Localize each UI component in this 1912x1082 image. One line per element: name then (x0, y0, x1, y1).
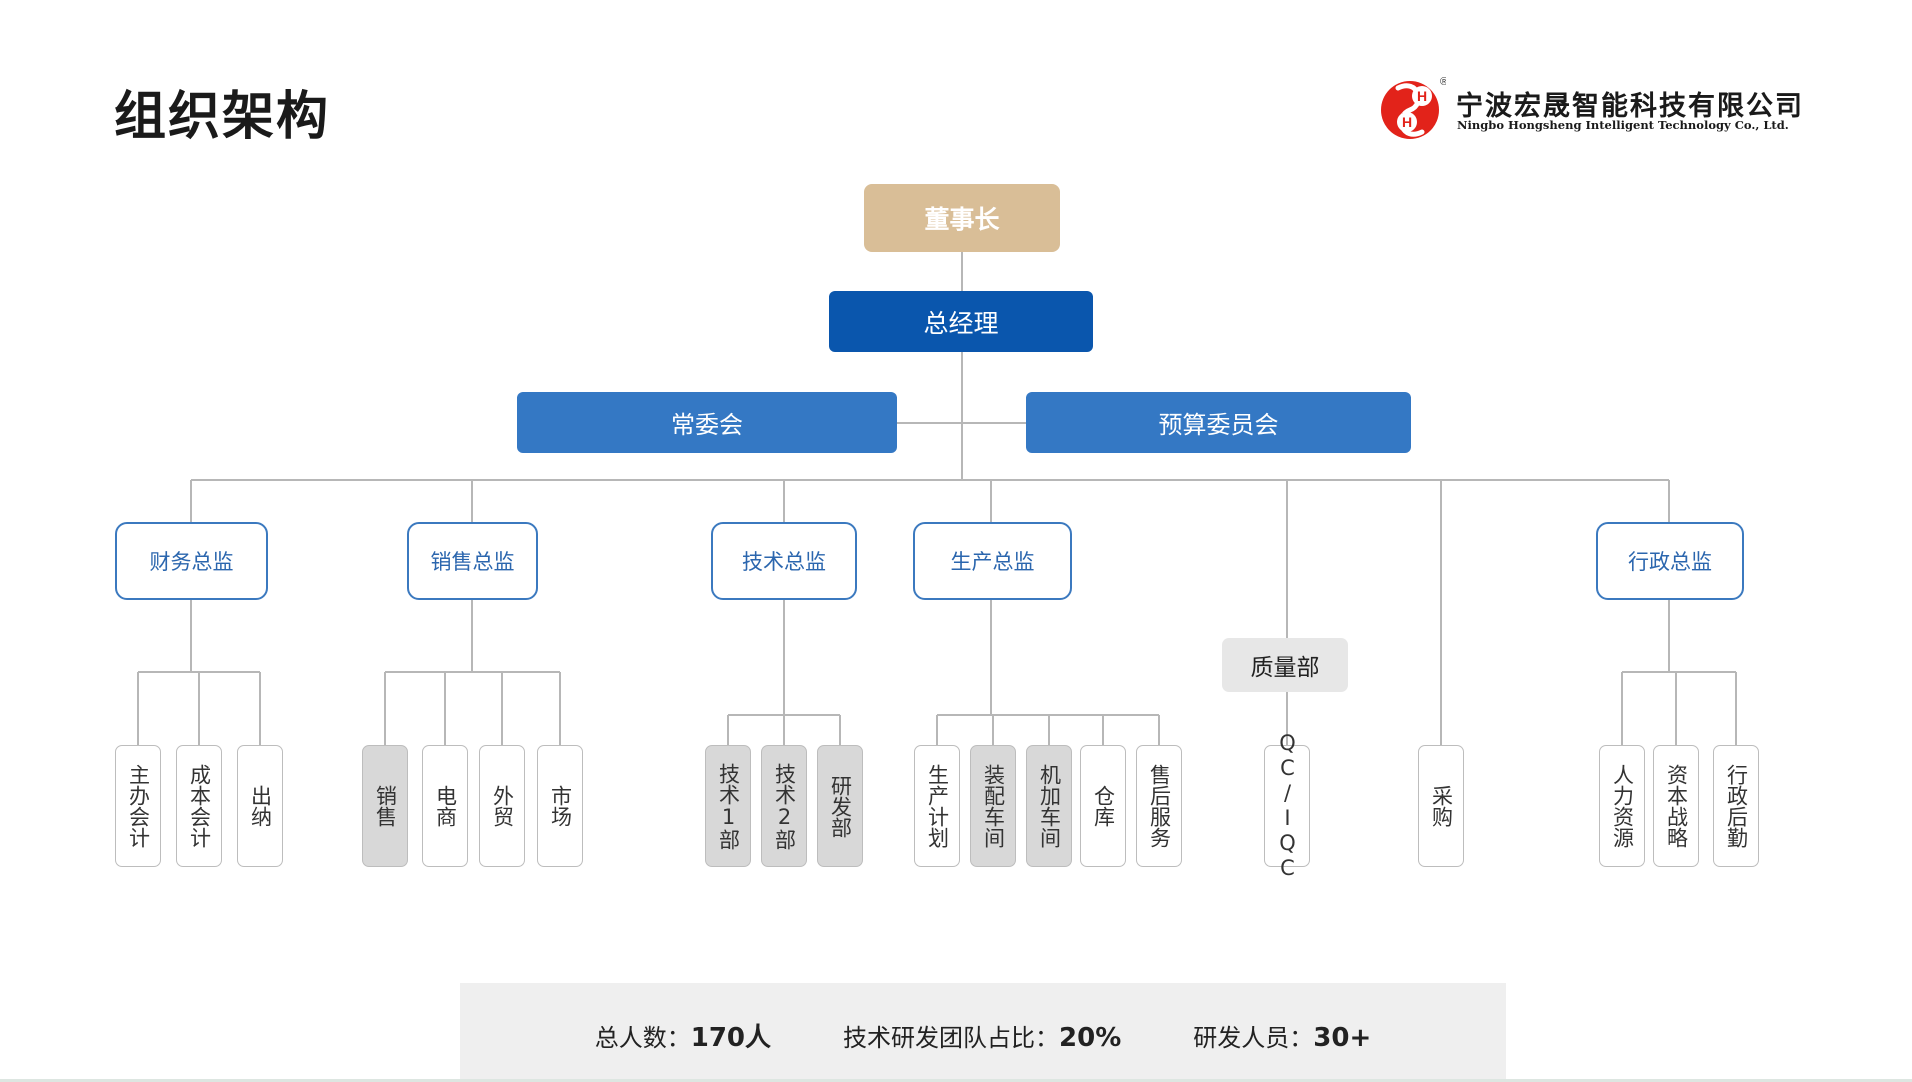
unit-after-sales: 售后服务 (1136, 745, 1182, 867)
unit-capital-strategy: 资本战略 (1653, 745, 1699, 867)
unit-foreign-trade: 外贸 (479, 745, 525, 867)
stat-rnd-staff-label: 研发人员： (1193, 1024, 1314, 1052)
production-director-node: 生产总监 (913, 522, 1072, 600)
unit-cost-accountant: 成本会计 (176, 745, 222, 867)
finance-director-node: 财务总监 (115, 522, 268, 600)
admin-director-node: 行政总监 (1596, 522, 1744, 600)
unit-purchasing: 采购 (1418, 745, 1464, 867)
stat-rnd-ratio-label: 技术研发团队占比： (843, 1024, 1060, 1052)
general-manager-node: 总经理 (829, 291, 1093, 352)
budget-committee-node: 预算委员会 (1026, 392, 1411, 453)
company-logo-icon: H H S ® (1381, 76, 1446, 139)
unit-marketing: 市场 (537, 745, 583, 867)
unit-ecommerce: 电商 (422, 745, 468, 867)
logo-letter-h-lower: H (1402, 114, 1412, 130)
sales-director-node: 销售总监 (407, 522, 538, 600)
tech-director-node: 技术总监 (711, 522, 857, 600)
connector-lines (137, 252, 1737, 745)
stat-rnd-ratio: 技术研发团队占比： 20% (843, 1018, 1121, 1053)
unit-admin-logistics: 行政后勤 (1713, 745, 1759, 867)
company-logo: H H S ® 宁波宏晟智能科技有限公司 Ningbo Hongsheng In… (1380, 74, 1810, 146)
chairman-node: 董事长 (864, 184, 1060, 252)
unit-production-planning: 生产计划 (914, 745, 960, 867)
stat-headcount-label: 总人数： (594, 1024, 691, 1052)
stat-rnd-staff-value: 30+ (1313, 1023, 1372, 1053)
quality-dept-node: 质量部 (1222, 638, 1348, 692)
bottom-divider (0, 1079, 1912, 1082)
stats-bar: 总人数： 170人 技术研发团队占比： 20% 研发人员： 30+ (460, 983, 1506, 1082)
page-title: 组织架构 (114, 87, 331, 147)
unit-qc-iqc: QC/IQC (1264, 731, 1310, 881)
unit-warehouse: 仓库 (1080, 745, 1126, 867)
stat-rnd-staff: 研发人员： 30+ (1193, 1018, 1371, 1053)
standing-committee-node: 常委会 (517, 392, 897, 453)
unit-cashier: 出纳 (237, 745, 283, 867)
unit-machining-workshop: 机加车间 (1026, 745, 1072, 867)
stat-headcount: 总人数： 170人 (595, 1017, 771, 1054)
registered-mark: ® (1440, 76, 1446, 88)
logo-letter-h-upper: H (1417, 88, 1427, 104)
unit-tech-1: 技术1部 (705, 745, 751, 867)
unit-human-resources: 人力资源 (1599, 745, 1645, 867)
unit-assembly-workshop: 装配车间 (970, 745, 1016, 867)
company-name-en: Ningbo Hongsheng Intelligent Technology … (1457, 118, 1789, 132)
company-name: 宁波宏晟智能科技有限公司 (1456, 91, 1804, 122)
unit-sales: 销售 (362, 745, 408, 867)
unit-tech-2: 技术2部 (761, 745, 807, 867)
stat-rnd-ratio-value: 20% (1059, 1023, 1122, 1053)
stat-headcount-value: 170人 (690, 1023, 772, 1053)
unit-chief-accountant: 主办会计 (115, 745, 161, 867)
logo-letter-s: S (1402, 113, 1403, 115)
unit-rnd: 研发部 (817, 745, 863, 867)
